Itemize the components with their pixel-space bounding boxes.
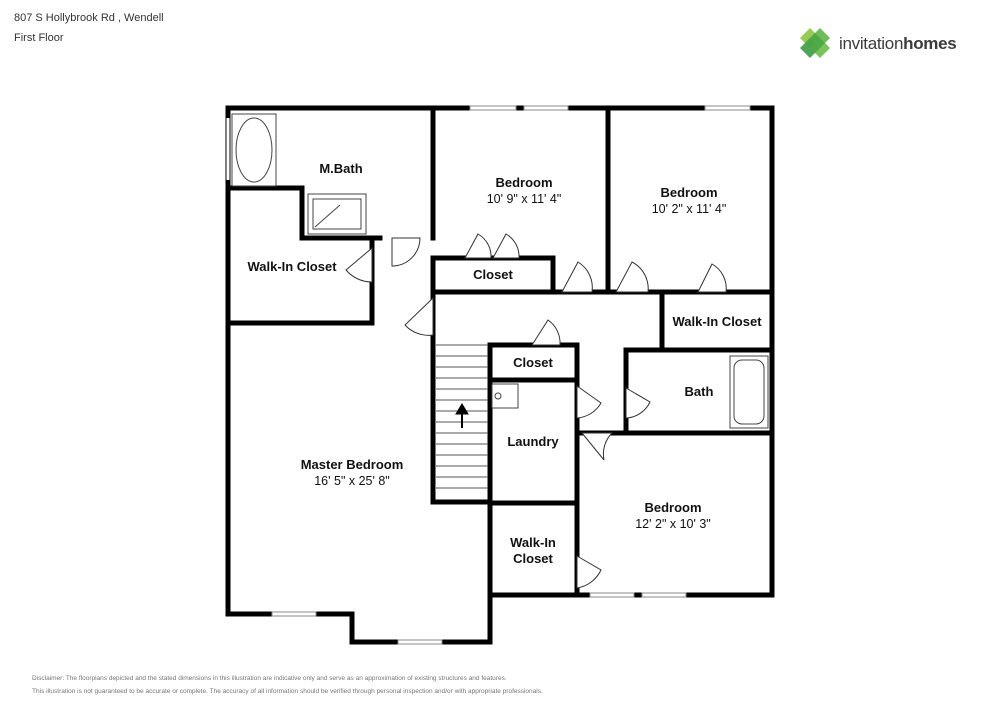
brand-prefix: invitation bbox=[839, 34, 904, 53]
room-laundry: Laundry bbox=[507, 434, 559, 449]
room-closet-a: Closet bbox=[473, 267, 513, 282]
disclaimer-line-1: Disclaimer: The floorplans depicted and … bbox=[32, 675, 507, 682]
room-master-dims: 16' 5" x 25' 8" bbox=[314, 474, 390, 488]
room-bath: Bath bbox=[685, 384, 714, 399]
walls bbox=[225, 105, 775, 645]
brand-suffix: homes bbox=[903, 34, 957, 53]
bath-tub-icon bbox=[729, 355, 769, 429]
room-bedroom-a-dims: 10' 9" x 11' 4" bbox=[487, 192, 562, 206]
room-bedroom-c-dims: 12' 2" x 10' 3" bbox=[635, 517, 711, 531]
room-master: Master Bedroom bbox=[301, 457, 404, 472]
room-bedroom-b: Bedroom bbox=[660, 185, 717, 200]
brand-name: invitationhomes bbox=[839, 34, 957, 54]
room-mbath: M.Bath bbox=[319, 161, 362, 176]
bathtub-icon bbox=[231, 113, 277, 187]
windows bbox=[226, 106, 750, 644]
stair-arrow-icon bbox=[455, 403, 469, 428]
room-walkin-small-1: Walk-In bbox=[510, 535, 556, 550]
room-bedroom-c: Bedroom bbox=[644, 500, 701, 515]
room-labels: M.Bath Bedroom 10' 9" x 11' 4" Bedroom 1… bbox=[247, 161, 762, 566]
room-walkin-small-2: Closet bbox=[513, 551, 553, 566]
room-walkin-master: Walk-In Closet bbox=[247, 259, 337, 274]
doors bbox=[345, 233, 727, 589]
room-bedroom-a: Bedroom bbox=[495, 175, 552, 190]
diamond-logo-icon bbox=[800, 28, 830, 58]
shower-icon bbox=[307, 193, 367, 235]
room-closet-hall: Closet bbox=[513, 355, 553, 370]
brand-logo: invitationhomes bbox=[798, 26, 978, 62]
floor-label: First Floor bbox=[14, 32, 64, 44]
disclaimer-line-2: This illustration is not guaranteed to b… bbox=[32, 688, 543, 695]
stairs bbox=[436, 344, 488, 489]
window-outlines bbox=[271, 105, 751, 645]
sink-icon bbox=[491, 383, 519, 409]
room-walkin-right: Walk-In Closet bbox=[672, 314, 762, 329]
property-address: 807 S Hollybrook Rd , Wendell bbox=[14, 12, 164, 24]
room-bedroom-b-dims: 10' 2" x 11' 4" bbox=[652, 202, 727, 216]
